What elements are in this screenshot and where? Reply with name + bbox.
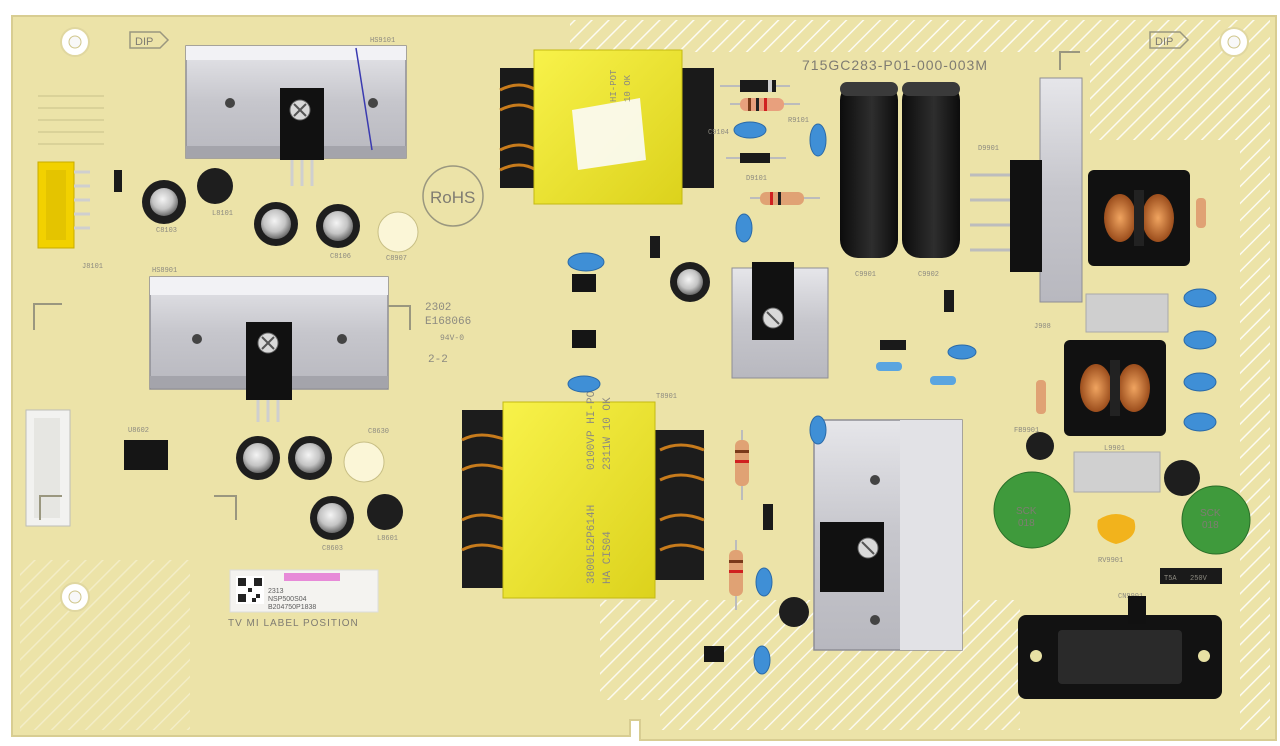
ref-j908: J908 [1034, 323, 1051, 331]
svg-text:HI-POT: HI-POT [609, 69, 619, 102]
svg-text:SCK: SCK [1200, 508, 1221, 519]
rohs-mark: RoHS [422, 165, 484, 227]
ref-l9901: L9901 [1104, 445, 1125, 453]
x-capacitor-1 [1085, 293, 1169, 333]
product-label: 2313 NSP500S04 B204750P1838 [229, 569, 379, 613]
heatsink-hs9102 [731, 262, 829, 379]
svg-text:B204750P1838: B204750P1838 [268, 604, 316, 611]
ac-inlet-socket [1018, 596, 1222, 699]
svg-text:T5A: T5A [1164, 575, 1177, 583]
heatsink-hs9101 [185, 45, 407, 186]
svg-text:SCK: SCK [1016, 506, 1037, 517]
bulk-capacitor-2 [902, 82, 960, 258]
ref-rv9901: RV9901 [1098, 557, 1123, 565]
ref-l8601: L8601 [377, 535, 398, 543]
connector-cn9101 [37, 161, 90, 249]
svg-text:018: 018 [1018, 518, 1035, 529]
ceramic-caps-center [567, 121, 977, 675]
heatsink-hs8902 [813, 419, 963, 651]
bulk-capacitor-1 [840, 82, 898, 258]
dip-mark-left: DIP [129, 31, 170, 49]
ref-c9902: C9902 [918, 271, 939, 279]
hatched-zone-top [570, 20, 1270, 52]
ref-hs8901: HS8901 [152, 267, 177, 275]
mounting-holes [60, 27, 1249, 612]
svg-text:NSP500S04: NSP500S04 [268, 596, 307, 603]
resistors [729, 98, 1206, 610]
svg-text:2313: 2313 [268, 588, 284, 595]
varistor-yellow [1097, 514, 1136, 544]
ref-hs9101: HS9101 [370, 37, 395, 45]
label-position-text: TV MI LABEL POSITION [228, 618, 359, 629]
ref-c8603: C8603 [322, 545, 343, 553]
ref-c8630: C8630 [368, 428, 389, 436]
ref-c9104: C9104 [708, 129, 729, 137]
svg-text:250V: 250V [1190, 575, 1208, 583]
diodes [114, 80, 954, 530]
ref-u8602: U8602 [128, 427, 149, 435]
cap-outline-c8907 [377, 211, 419, 253]
date-code: 2-2 [428, 354, 448, 366]
x-capacitor-2 [1073, 451, 1161, 493]
cap-outline-c8630 [343, 441, 385, 483]
silkscreen-legend-left [38, 95, 104, 145]
svg-text:DIP: DIP [1155, 36, 1173, 48]
ref-c8103: C8103 [156, 227, 177, 235]
transformer-t9101: HI-POT 10 OK [499, 49, 714, 205]
heatsink-right-upright [970, 77, 1083, 303]
svg-text:HA CIS04: HA CIS04 [602, 531, 614, 584]
ref-c8106: C8106 [330, 253, 351, 261]
svg-text:018: 018 [1202, 520, 1219, 531]
transformer-t8901: 3800L52P614H HA CIS04 0100VP HI-POT 2311… [461, 384, 705, 599]
ceramic-caps-right [1183, 288, 1217, 432]
ics [124, 274, 724, 662]
hatched-zone-right [1090, 52, 1270, 730]
ref-fb9901: FB9901 [1014, 427, 1039, 435]
cert-line-3: 94V-0 [440, 334, 464, 343]
svg-text:DIP: DIP [135, 36, 153, 48]
svg-text:10 OK: 10 OK [623, 74, 633, 102]
ref-t8901: T8901 [656, 393, 677, 401]
part-number: 715GC283-P01-000-003M [802, 57, 988, 73]
svg-text:RoHS: RoHS [430, 188, 475, 207]
svg-text:0100VP HI-POT: 0100VP HI-POT [586, 384, 598, 470]
ref-c8907: C8907 [386, 255, 407, 263]
cert-line-1: 2302 [425, 302, 451, 314]
dip-mark-right: DIP [1149, 31, 1190, 49]
ref-l8101: L8101 [212, 210, 233, 218]
cert-line-2: E168066 [425, 316, 471, 328]
heatsink-hs8901 [149, 276, 389, 422]
ref-r9101: R9101 [788, 117, 809, 125]
ref-c9901: C9901 [855, 271, 876, 279]
fuse-f9901: T5A 250V [1160, 568, 1222, 584]
ref-d9901: D9901 [978, 145, 999, 153]
svg-text:2311W 10 OK: 2311W 10 OK [602, 397, 614, 470]
ref-j8101: J8101 [82, 263, 103, 271]
connector-cn8601 [25, 409, 71, 527]
choke-l9902 [1064, 340, 1166, 436]
electrolytic-caps-left [142, 168, 1200, 627]
svg-text:3800L52P614H: 3800L52P614H [586, 505, 598, 584]
thermistor-left: SCK 018 [993, 471, 1071, 549]
ref-d9101: D9101 [746, 175, 767, 183]
hatched-zone-left-bottom [20, 560, 190, 730]
thermistor-right: SCK 018 [1181, 485, 1251, 555]
silkscreen-corner-marks [33, 51, 1080, 520]
choke-l9901 [1088, 170, 1190, 266]
